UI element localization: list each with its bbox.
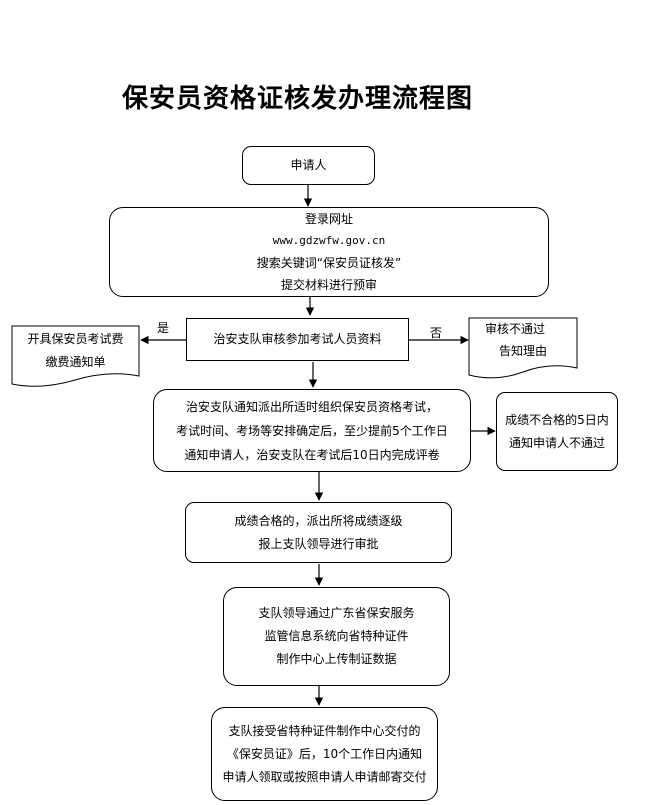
- fee-notice-line-2: 缴费通知单: [45, 355, 106, 369]
- online-line-2: www.gdzwfw.gov.cn: [272, 234, 386, 247]
- applicant-label: 申请人: [290, 158, 327, 172]
- upload-line-3: 制作中心上传制证数据: [276, 652, 397, 666]
- exam-line-3: 通知申请人，治安支队在考试后10日内完成评卷: [184, 447, 440, 462]
- fee-notice-line-1: 开具保安员考试费: [27, 332, 124, 346]
- yes-label: 是: [157, 321, 170, 335]
- exam-node: 治安支队通知派出所适时组织保安员资格考试， 考试时间、考场等安排确定后，至少提前…: [153, 389, 471, 472]
- page-title: 保安员资格证核发办理流程图: [122, 84, 474, 114]
- online-submit-node: 登录网址 www.gdzwfw.gov.cn 搜索关键词“保安员证核发” 提交材…: [109, 207, 549, 297]
- fee-notice-node: 开具保安员考试费 缴费通知单: [12, 326, 139, 386]
- reject-notice-document-shape: [468, 317, 578, 379]
- online-line-1: 登录网址: [304, 212, 353, 226]
- review-node: 治安支队审核参加考试人员资料: [186, 318, 409, 361]
- online-line-3: 搜索关键词“保安员证核发”: [256, 256, 402, 270]
- exam-line-2: 考试时间、考场等安排确定后，至少提前5个工作日: [176, 423, 448, 438]
- applicant-node: 申请人: [242, 146, 375, 185]
- reject-notice-line-2: 告知理由: [498, 344, 547, 358]
- reject-notice-node: 审核不通过 告知理由: [469, 318, 577, 378]
- fail-notice-line-2: 通知申请人不通过: [508, 435, 605, 450]
- deliver-node: 支队接受省特种证件制作中心交付的 《保安员证》后，10个工作日内通知 申请人领取…: [211, 707, 438, 801]
- pass-report-line-2: 报上支队领导进行审批: [258, 536, 379, 551]
- reject-notice-line-1: 审核不通过: [484, 322, 545, 336]
- upload-node: 支队领导通过广东省保安服务 监管信息系统向省特种证件 制作中心上传制证数据: [223, 587, 450, 686]
- upload-line-2: 监管信息系统向省特种证件: [264, 629, 409, 643]
- fee-notice-document-shape: [11, 325, 140, 387]
- fail-notice-node: 成绩不合格的5日内 通知申请人不通过: [496, 392, 618, 471]
- review-label: 治安支队审核参加考试人员资料: [213, 332, 382, 346]
- no-label: 否: [430, 326, 443, 340]
- online-line-4: 提交材料进行预审: [280, 278, 377, 292]
- upload-line-1: 支队领导通过广东省保安服务: [258, 606, 415, 620]
- deliver-line-3: 申请人领取或按照申请人申请邮寄交付: [222, 769, 427, 784]
- deliver-line-1: 支队接受省特种证件制作中心交付的: [228, 723, 421, 738]
- pass-report-line-1: 成绩合格的，派出所将成绩逐级: [234, 513, 403, 528]
- exam-line-1: 治安支队通知派出所适时组织保安员资格考试，: [185, 399, 438, 414]
- fail-notice-line-1: 成绩不合格的5日内: [505, 412, 609, 427]
- pass-report-node: 成绩合格的，派出所将成绩逐级 报上支队领导进行审批: [185, 502, 452, 563]
- deliver-line-2: 《保安员证》后，10个工作日内通知: [226, 746, 423, 761]
